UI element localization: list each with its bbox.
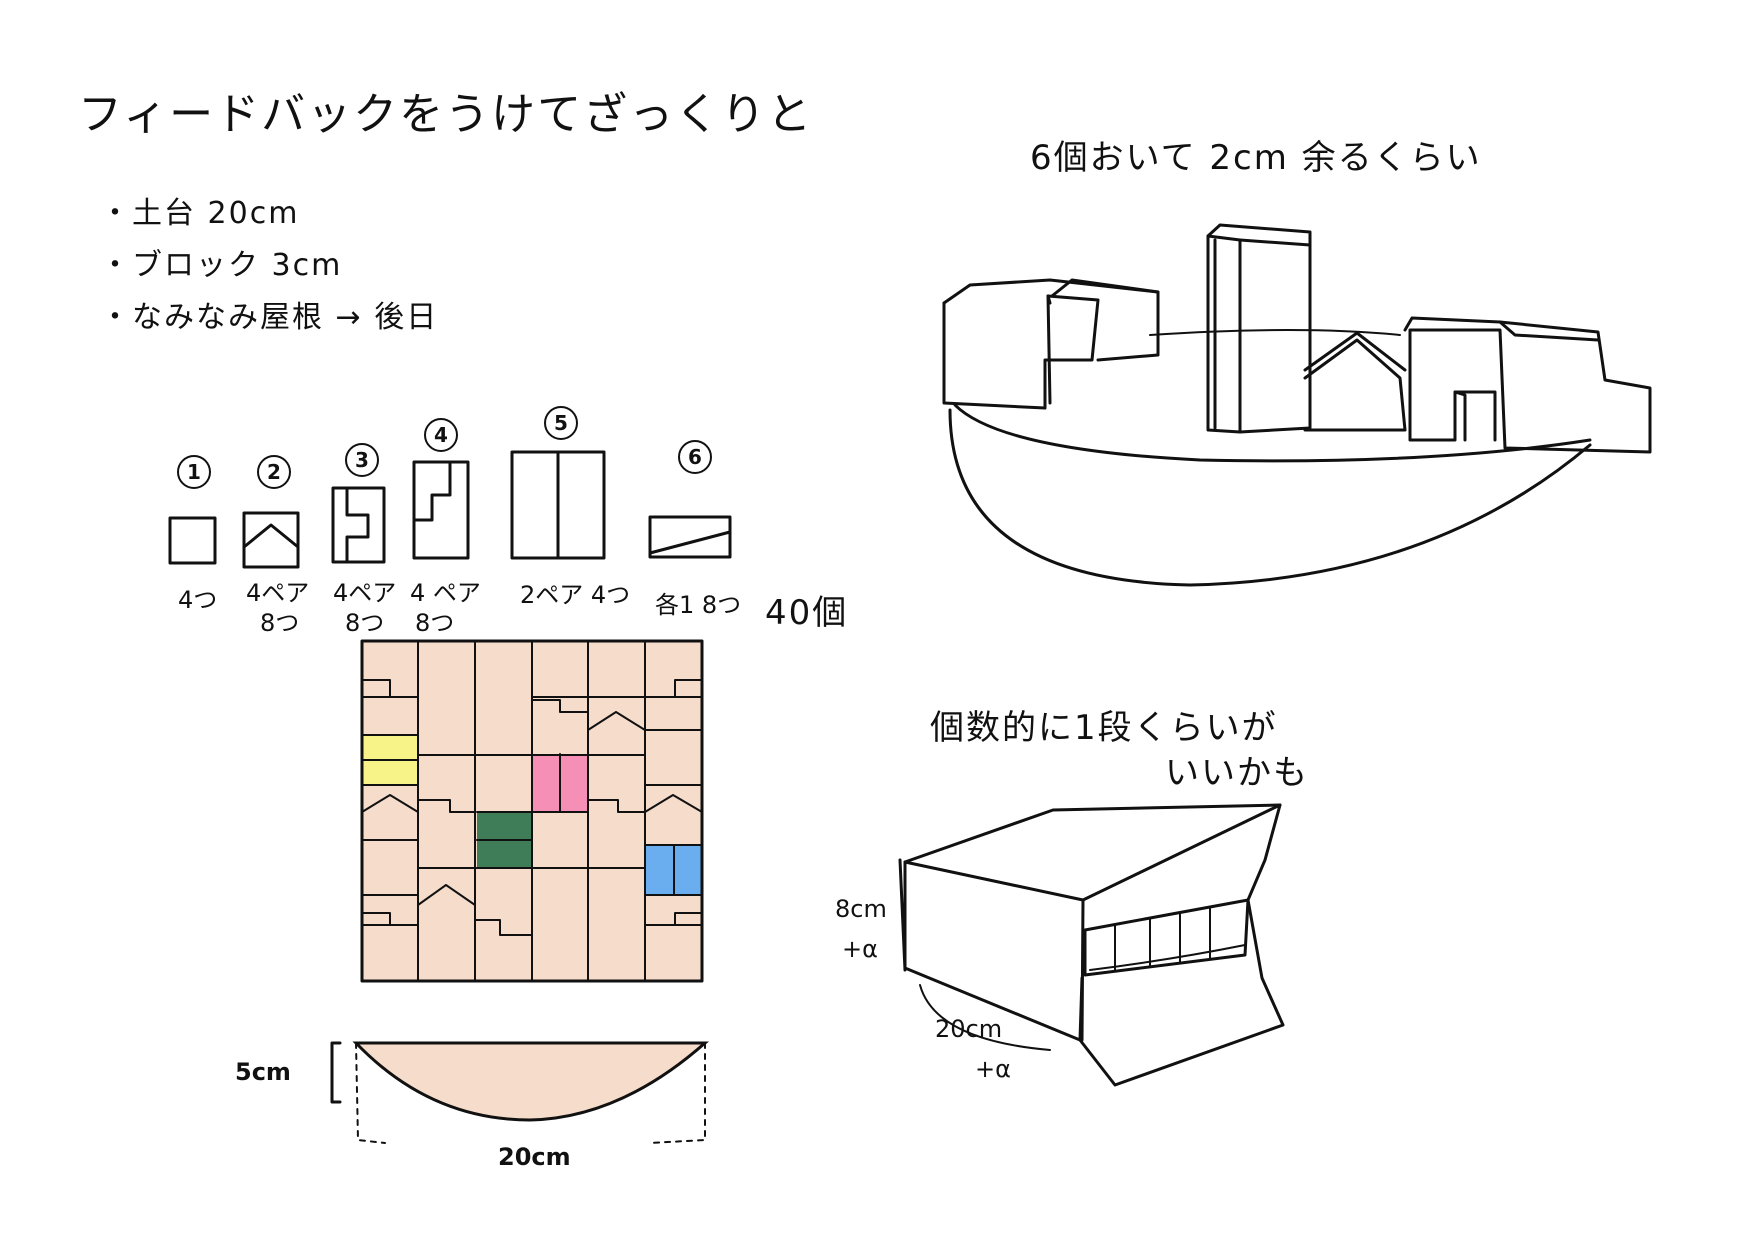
block-type-3-notch-icon — [331, 486, 386, 564]
block-type-1-square-icon — [168, 516, 217, 565]
page-title: フィードバックをうけてざっくりと — [78, 89, 814, 140]
note-wavy-roof: ・なみなみ屋根 → 後日 — [100, 300, 439, 335]
top-view-grid — [360, 639, 704, 983]
block-count: 4 ペア — [410, 579, 481, 607]
block-type-number: 6 — [678, 440, 712, 474]
block-count: 4ペア — [333, 579, 397, 607]
block-type-2-roof-icon — [242, 511, 300, 569]
box-height-plus: +α — [842, 935, 878, 963]
stacked-box-sketch — [898, 803, 1285, 1087]
block-count: 各1 8つ — [655, 591, 742, 619]
block-type-number: 4 — [424, 418, 458, 452]
block-count: 2ペア 4つ — [520, 581, 631, 609]
block-row-sketch — [942, 223, 1652, 454]
block-type-5-tall-pair-icon — [510, 450, 606, 560]
block-type-number: 5 — [544, 406, 578, 440]
box-width-plus: +α — [975, 1055, 1011, 1083]
mid-right-caption-line1: 個数的に1段くらいが — [930, 708, 1278, 748]
base-bowl-sketch — [948, 329, 1592, 587]
total-count: 40個 — [765, 593, 849, 633]
block-type-number: 3 — [345, 443, 379, 477]
block-type-number: 1 — [177, 455, 211, 489]
block-count-2: 8つ — [415, 609, 455, 637]
box-height-label: 8cm — [835, 895, 887, 923]
block-count-2: 8つ — [260, 609, 300, 637]
top-right-caption: 6個おいて 2cm 余るくらい — [1030, 138, 1482, 178]
base-side-view — [330, 1041, 709, 1144]
block-count: 4ペア — [246, 579, 310, 607]
block-type-4-notch-icon — [412, 460, 470, 560]
note-base-size: ・土台 20cm — [100, 196, 300, 231]
block-count: 4つ — [178, 586, 218, 614]
block-type-number: 2 — [257, 455, 291, 489]
mid-right-caption-line2: いいかも — [1165, 753, 1309, 793]
base-width-label: 20cm — [498, 1143, 571, 1171]
base-height-label: 5cm — [235, 1058, 291, 1086]
note-block-size: ・ブロック 3cm — [100, 248, 343, 283]
block-type-6-slant-icon — [648, 515, 732, 559]
block-count-2: 8つ — [345, 609, 385, 637]
